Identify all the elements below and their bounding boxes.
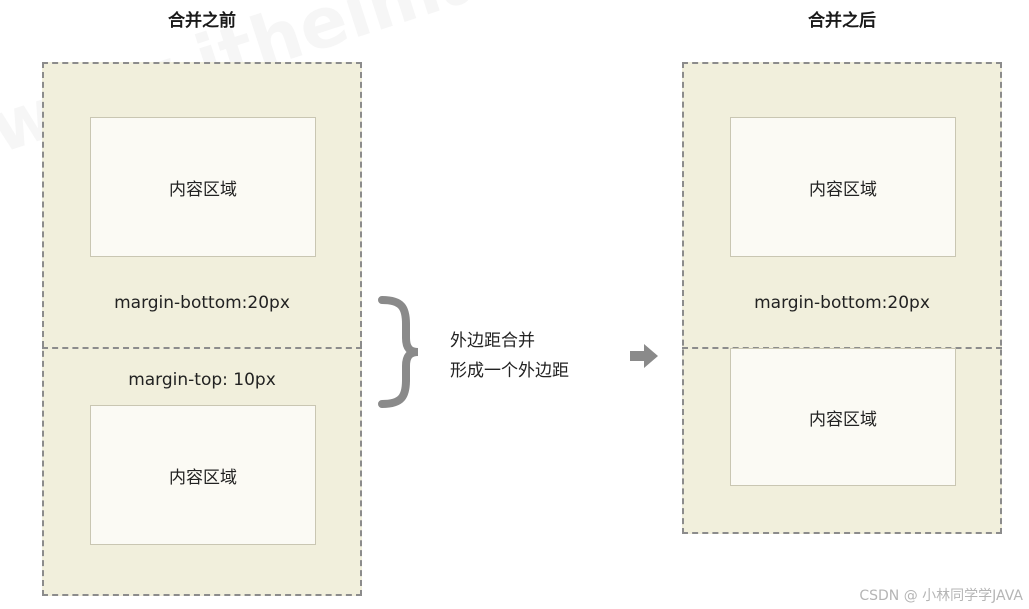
before-top-content-box: 内容区域 xyxy=(90,117,316,257)
before-top-content-label: 内容区域 xyxy=(169,179,237,200)
after-title: 合并之后 xyxy=(808,11,876,31)
before-margin-bottom-label: margin-bottom:20px xyxy=(114,293,290,313)
before-title: 合并之前 xyxy=(168,11,236,31)
after-bottom-content-label: 内容区域 xyxy=(809,409,877,430)
before-divider xyxy=(42,347,362,349)
after-bottom-content-box: 内容区域 xyxy=(730,348,956,486)
merge-note: 外边距合并 形成一个外边距 xyxy=(450,326,569,386)
credit-watermark: CSDN @ 小林同学学JAVA xyxy=(859,588,1023,604)
before-margin-top-label: margin-top: 10px xyxy=(128,370,276,390)
merge-note-line-2: 形成一个外边距 xyxy=(450,361,569,381)
curly-brace-icon xyxy=(378,296,419,408)
after-top-content-box: 内容区域 xyxy=(730,117,956,257)
before-bottom-content-label: 内容区域 xyxy=(169,467,237,488)
after-margin-bottom-label: margin-bottom:20px xyxy=(754,293,930,313)
merge-note-line-1: 外边距合并 xyxy=(450,331,535,351)
after-top-content-label: 内容区域 xyxy=(809,179,877,200)
before-bottom-content-box: 内容区域 xyxy=(90,405,316,545)
right-arrow-icon xyxy=(630,344,658,368)
